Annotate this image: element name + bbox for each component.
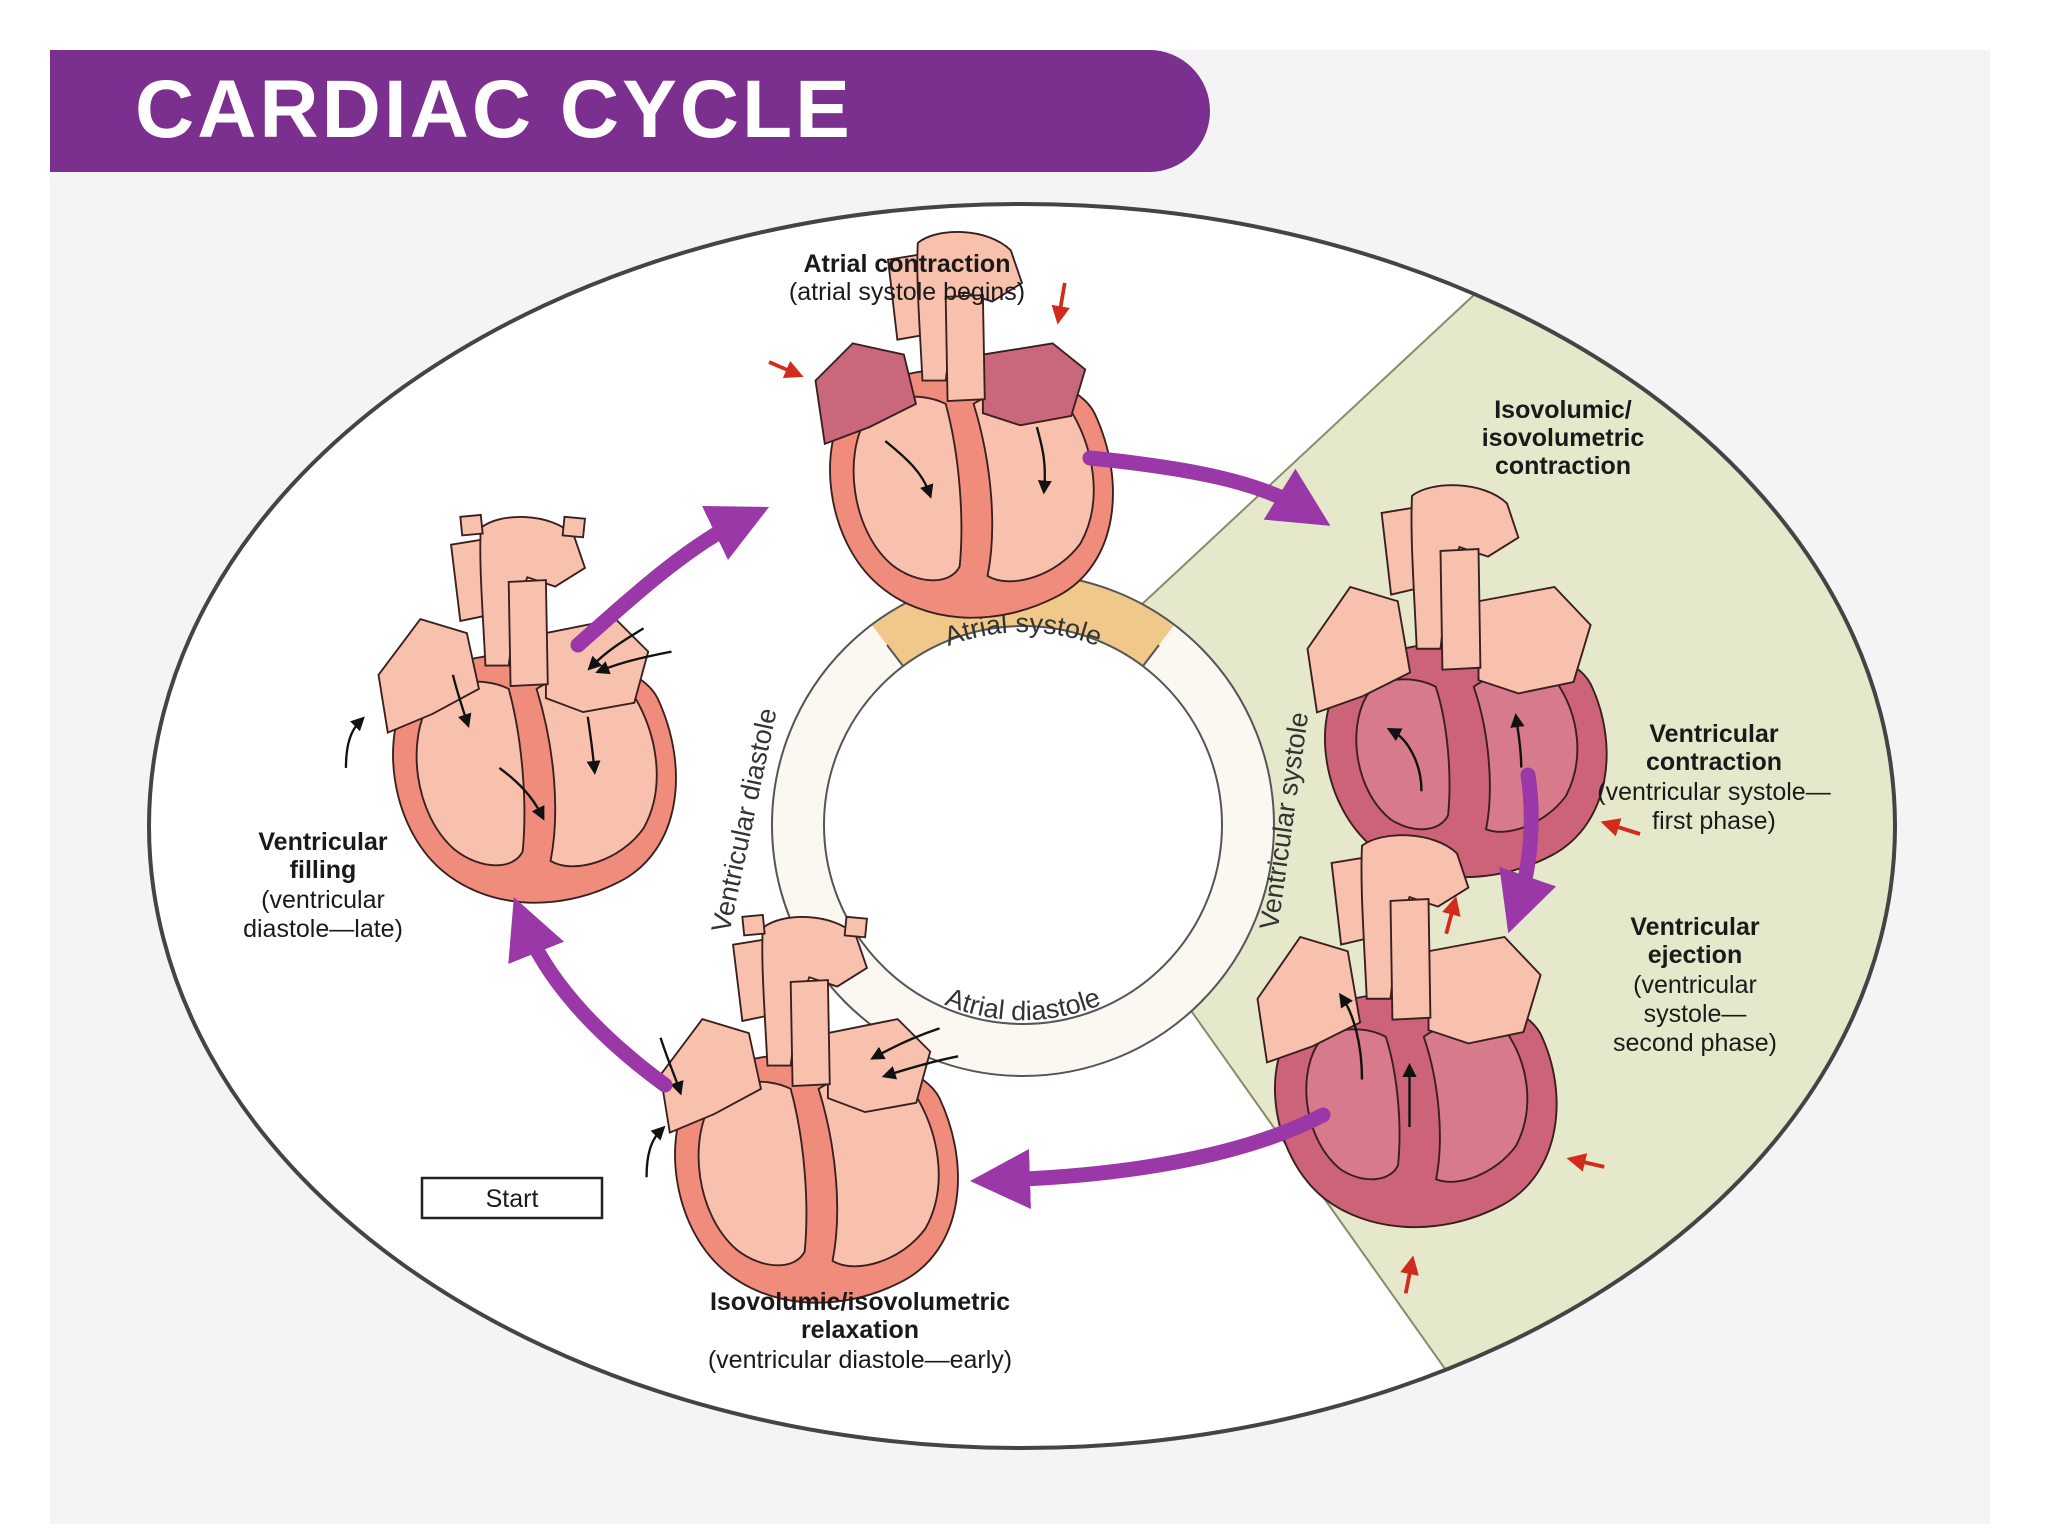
ring-divider-right	[1142, 644, 1160, 667]
heart-isovolumic-relaxation	[645, 914, 959, 1304]
phase-subtitle-line: diastole—late)	[243, 915, 403, 943]
label-ventricular-ejection: Ventricular ejection (ventricular systol…	[1613, 913, 1777, 1057]
cycle-arrow-icon	[570, 505, 770, 653]
flow-arrow-icon	[595, 650, 672, 675]
pressure-arrow-icon	[1566, 1153, 1605, 1172]
label-ventricular-filling: Ventricular filling (ventricular diastol…	[243, 828, 403, 943]
phase-subtitle-line: second phase)	[1613, 1029, 1777, 1057]
cycle-arrow-icon	[1499, 767, 1557, 934]
phase-subtitle: (atrial systole begins)	[789, 278, 1025, 306]
cycle-arrow-icon	[1082, 450, 1331, 526]
ring-inner-edge	[823, 625, 1223, 1025]
pressure-arrow-icon	[1600, 818, 1641, 837]
flow-arrow-icon	[498, 766, 545, 821]
flow-arrow-icon	[870, 1027, 940, 1060]
flow-arrow-icon	[586, 716, 601, 775]
phase-title-line: contraction	[1646, 748, 1782, 776]
phase-title-line: isovolumetric	[1482, 424, 1645, 452]
phase-title-line: filling	[290, 856, 357, 884]
label-atrial-contraction: Atrial contraction (atrial systole begin…	[789, 250, 1025, 306]
cycle-ellipse-outline	[147, 202, 1897, 1450]
phase-subtitle-line: (ventricular systole—	[1597, 778, 1830, 806]
phase-subtitle-line: (ventricular	[261, 886, 385, 914]
phase-title-line: Ventricular	[258, 828, 387, 856]
flow-arrow-icon	[881, 1055, 959, 1080]
heart-isovolumic-contraction	[1306, 484, 1641, 935]
phase-title-line: Isovolumic/	[1494, 396, 1632, 424]
phase-title-line: Isovolumic/isovolumetric	[710, 1288, 1010, 1316]
phase-subtitle-line: systole—	[1644, 1000, 1747, 1028]
cycle-arrow-icon	[970, 1107, 1331, 1209]
phase-title-line: Ventricular	[1630, 913, 1759, 941]
ring-divider-left	[886, 644, 904, 667]
flow-arrow-icon	[645, 1125, 666, 1178]
start-box-frame	[420, 1176, 604, 1220]
title-banner: CARDIAC CYCLE	[50, 50, 1210, 172]
pressure-arrow-icon	[1442, 896, 1461, 935]
flow-arrow-icon	[1510, 712, 1525, 768]
phase-title-line: ejection	[1648, 941, 1742, 969]
page-title: CARDIAC CYCLE	[135, 64, 853, 155]
phase-title-line: relaxation	[801, 1316, 919, 1344]
phase-title-line: Ventricular	[1649, 720, 1778, 748]
flow-arrow-icon	[1386, 728, 1423, 792]
cycle-arrow-icon	[508, 897, 673, 1093]
pressure-arrow-icon	[768, 360, 804, 379]
phase-subtitle-line: (ventricular	[1633, 971, 1757, 999]
phase-subtitle: (ventricular diastole—early)	[708, 1346, 1012, 1374]
heart-ventricular-ejection	[1256, 834, 1605, 1294]
phase-title-line: contraction	[1495, 452, 1631, 480]
start-box: Start	[420, 1176, 604, 1220]
phase-subtitle-line: first phase)	[1652, 807, 1776, 835]
flow-arrow-icon	[1035, 426, 1052, 495]
pressure-arrow-icon	[1051, 282, 1070, 325]
heart-atrial-contraction	[768, 230, 1114, 619]
phase-title: Atrial contraction	[804, 250, 1011, 278]
heart-ventricular-filling	[344, 514, 677, 904]
flow-arrow-icon	[884, 440, 934, 499]
pressure-arrow-icon	[1400, 1255, 1419, 1294]
label-isovolumic-relaxation: Isovolumic/isovolumetric relaxation (ven…	[708, 1288, 1012, 1374]
label-ventricular-contraction: Ventricular contraction (ventricular sys…	[1597, 720, 1830, 835]
start-label: Start	[486, 1185, 539, 1213]
flow-arrow-icon	[1339, 992, 1364, 1080]
label-isovolumic-contraction: Isovolumic/ isovolumetric contraction	[1482, 396, 1645, 480]
flow-arrow-icon	[451, 674, 472, 729]
flow-arrow-icon	[344, 716, 365, 768]
flow-arrow-icon	[659, 1037, 684, 1096]
